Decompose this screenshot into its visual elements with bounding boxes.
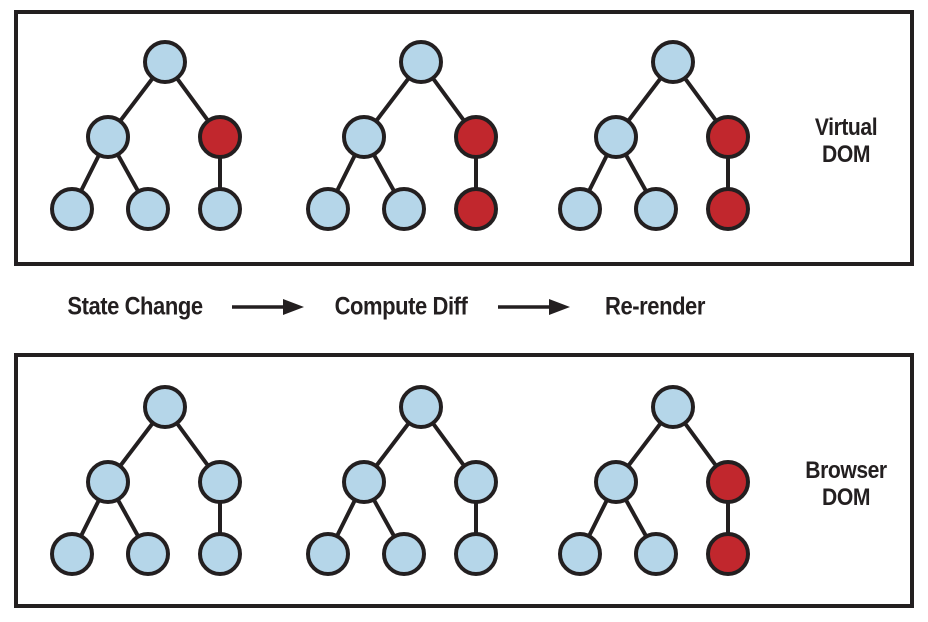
flow-step-re-render: Re-render <box>605 292 705 321</box>
tree-node-blue <box>126 532 170 576</box>
tree-node-blue <box>651 40 695 84</box>
tree-node-blue <box>143 40 187 84</box>
tree-node-blue <box>594 115 638 159</box>
virtual-dom-tree-2 <box>304 38 501 233</box>
tree-node-blue <box>399 385 443 429</box>
virtual-dom-label-line-2: DOM <box>822 141 870 168</box>
virtual-dom-label: Virtual DOM <box>793 114 899 168</box>
tree-node-blue <box>558 187 602 231</box>
virtual-dom-panel: Virtual DOM <box>14 10 914 266</box>
tree-node-red <box>706 115 750 159</box>
tree-node-blue <box>198 460 242 504</box>
tree-node-blue <box>454 460 498 504</box>
tree-node-blue <box>634 532 678 576</box>
tree-node-blue <box>198 532 242 576</box>
tree-node-blue <box>399 40 443 84</box>
tree-node-blue <box>634 187 678 231</box>
tree-node-red <box>706 460 750 504</box>
tree-node-red <box>706 532 750 576</box>
virtual-dom-tree-1 <box>48 38 245 233</box>
browser-dom-panel: Browser DOM <box>14 353 914 608</box>
tree-node-blue <box>342 460 386 504</box>
right-arrow-icon <box>232 299 304 315</box>
tree-node-blue <box>382 532 426 576</box>
tree-node-blue <box>651 385 695 429</box>
tree-node-blue <box>143 385 187 429</box>
tree-node-blue <box>50 187 94 231</box>
virtual-dom-label-line-1: Virtual <box>814 114 878 141</box>
flow-step-compute-diff: Compute Diff <box>334 292 468 321</box>
tree-node-blue <box>454 532 498 576</box>
flow-step-state-change: State Change <box>67 292 203 321</box>
tree-node-blue <box>50 532 94 576</box>
tree-node-blue <box>306 187 350 231</box>
tree-node-blue <box>126 187 170 231</box>
tree-node-blue <box>86 460 130 504</box>
tree-node-blue <box>86 115 130 159</box>
tree-node-blue <box>382 187 426 231</box>
tree-node-blue <box>594 460 638 504</box>
browser-dom-tree-3 <box>556 383 753 578</box>
right-arrow-icon <box>498 299 570 315</box>
tree-node-blue <box>306 532 350 576</box>
browser-dom-label-line-2: DOM <box>822 484 870 511</box>
tree-node-blue <box>558 532 602 576</box>
tree-node-blue <box>198 187 242 231</box>
tree-node-red <box>706 187 750 231</box>
tree-node-red <box>454 115 498 159</box>
browser-dom-label: Browser DOM <box>793 457 899 511</box>
tree-node-blue <box>342 115 386 159</box>
browser-dom-label-line-1: Browser <box>805 457 887 484</box>
browser-dom-tree-1 <box>48 383 245 578</box>
tree-node-red <box>198 115 242 159</box>
browser-dom-tree-2 <box>304 383 501 578</box>
tree-node-red <box>454 187 498 231</box>
virtual-dom-tree-3 <box>556 38 753 233</box>
